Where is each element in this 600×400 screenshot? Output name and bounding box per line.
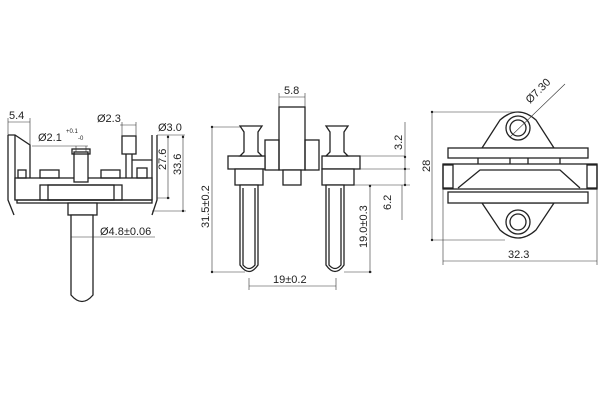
side-view: 5.4 Ø2.1 +0.1 -0 Ø2.3 Ø3.0 27.6 33.6 Ø4.… xyxy=(7,110,186,303)
dim-4-8: Ø4.8±0.06 xyxy=(100,226,151,238)
dim-5-8: 5.8 xyxy=(284,85,299,97)
dim-19: 19±0.2 xyxy=(273,274,307,286)
dim-3-0: Ø3.0 xyxy=(158,122,182,134)
left-wall xyxy=(7,134,31,216)
dim-6-2: 6.2 xyxy=(382,195,394,210)
dim-2-1: Ø2.1 xyxy=(38,132,62,144)
dim-2-3: Ø2.3 xyxy=(97,113,121,125)
post xyxy=(121,135,137,155)
front-view: 5.8 31.5±0.2 19±0.2 3.2 6.2 19.0±0.3 xyxy=(200,85,410,290)
dim-31-5: 31.5±0.2 xyxy=(200,185,212,228)
right-wall xyxy=(151,135,158,216)
small-pin xyxy=(73,151,89,183)
dim-7-30: Ø7.30 xyxy=(524,76,554,106)
dim-2-1-tol-lower: -0 xyxy=(78,136,84,142)
dim-3-2: 3.2 xyxy=(393,135,405,150)
dim-19-0: 19.0±0.3 xyxy=(358,205,370,248)
dim-2-1-tol-upper: +0.1 xyxy=(66,129,79,135)
dim-28: 28 xyxy=(421,160,433,172)
center-block xyxy=(278,106,306,171)
main-pin xyxy=(70,214,94,303)
dim-33-6: 33.6 xyxy=(172,154,184,175)
dim-32-3: 32.3 xyxy=(508,249,529,261)
top-view: 28 32.3 Ø7.30 xyxy=(421,76,598,265)
dim-5-4: 5.4 xyxy=(9,110,24,122)
dim-27-6: 27.6 xyxy=(157,149,169,170)
